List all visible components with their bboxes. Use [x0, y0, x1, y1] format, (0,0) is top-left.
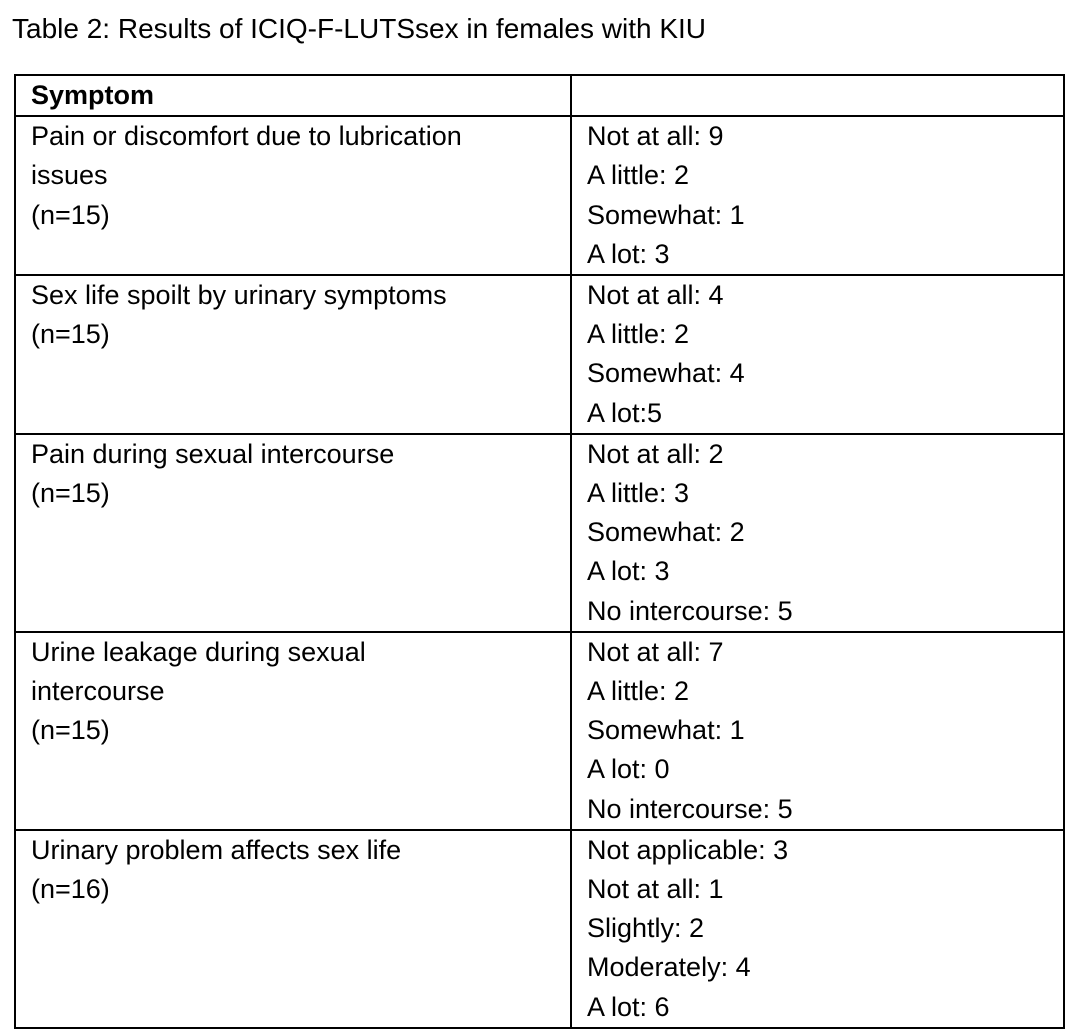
symptom-text: Urine leakage during sexual — [31, 636, 366, 667]
result-value: Not at all: 2 — [587, 438, 724, 469]
result-value: Slightly: 2 — [587, 913, 705, 944]
results-cell: Not at all: 4 A little: 2 Somewhat: 4 A … — [570, 274, 1065, 435]
table-row: Pain during sexual intercourse (n=15) No… — [14, 432, 1065, 633]
results-cell: Not at all: 9 A little: 2 Somewhat: 1 A … — [570, 115, 1065, 277]
results-cell: Not at all: 2 A little: 3 Somewhat: 2 A … — [570, 432, 1065, 633]
header-results — [570, 73, 1065, 118]
symptom-cell: Urinary problem affects sex life (n=16) — [14, 828, 572, 1029]
result-value: A lot: 3 — [587, 238, 670, 269]
result-value: A little: 2 — [587, 160, 690, 191]
symptom-text: Urinary problem affects sex life — [31, 834, 402, 865]
result-value: A little: 2 — [587, 319, 690, 350]
symptom-cell: Urine leakage during sexual intercourse … — [14, 630, 572, 831]
result-value: No intercourse: 5 — [587, 793, 793, 824]
result-value: A little: 3 — [587, 478, 690, 509]
symptom-text: intercourse — [31, 676, 165, 707]
table-caption: Table 2: Results of ICIQ-F-LUTSsex in fe… — [12, 13, 706, 44]
symptom-cell: Sex life spoilt by urinary symptoms (n=1… — [14, 274, 572, 435]
result-value: Not at all: 7 — [587, 636, 724, 667]
table-row: Urinary problem affects sex life (n=16) … — [14, 828, 1065, 1029]
sample-size: (n=15) — [31, 478, 110, 509]
table-row: Sex life spoilt by urinary symptoms (n=1… — [14, 274, 1065, 435]
results-cell: Not at all: 7 A little: 2 Somewhat: 1 A … — [570, 630, 1065, 831]
result-value: A lot: 3 — [587, 556, 670, 587]
result-value: Moderately: 4 — [587, 952, 751, 983]
result-value: Somewhat: 1 — [587, 199, 745, 230]
header-row: Symptom — [14, 73, 1065, 118]
result-value: Not at all: 4 — [587, 280, 724, 311]
sample-size: (n=15) — [31, 199, 110, 230]
header-symptom: Symptom — [14, 73, 572, 118]
symptom-cell: Pain or discomfort due to lubrication is… — [14, 115, 572, 277]
results-table: Symptom Pain or discomfort due to lubric… — [14, 73, 1065, 1029]
result-value: Not at all: 1 — [587, 874, 724, 905]
result-value: Somewhat: 1 — [587, 715, 745, 746]
symptom-text: Sex life spoilt by urinary symptoms — [31, 280, 447, 311]
sample-size: (n=15) — [31, 715, 110, 746]
result-value: Somewhat: 4 — [587, 358, 745, 389]
result-value: A lot:5 — [587, 397, 663, 428]
result-value: Not applicable: 3 — [587, 834, 789, 865]
symptom-cell: Pain during sexual intercourse (n=15) — [14, 432, 572, 633]
sample-size: (n=15) — [31, 319, 110, 350]
sample-size: (n=16) — [31, 874, 110, 905]
result-value: A lot: 6 — [587, 991, 670, 1022]
result-value: Not at all: 9 — [587, 121, 724, 152]
result-value: A little: 2 — [587, 676, 690, 707]
table-row: Urine leakage during sexual intercourse … — [14, 630, 1065, 831]
symptom-text: issues — [31, 160, 108, 191]
result-value: Somewhat: 2 — [587, 517, 745, 548]
results-cell: Not applicable: 3 Not at all: 1 Slightly… — [570, 828, 1065, 1029]
symptom-text: Pain or discomfort due to lubrication — [31, 121, 462, 152]
result-value: No intercourse: 5 — [587, 595, 793, 626]
symptom-text: Pain during sexual intercourse — [31, 438, 395, 469]
result-value: A lot: 0 — [587, 754, 670, 785]
table-row: Pain or discomfort due to lubrication is… — [14, 115, 1065, 277]
